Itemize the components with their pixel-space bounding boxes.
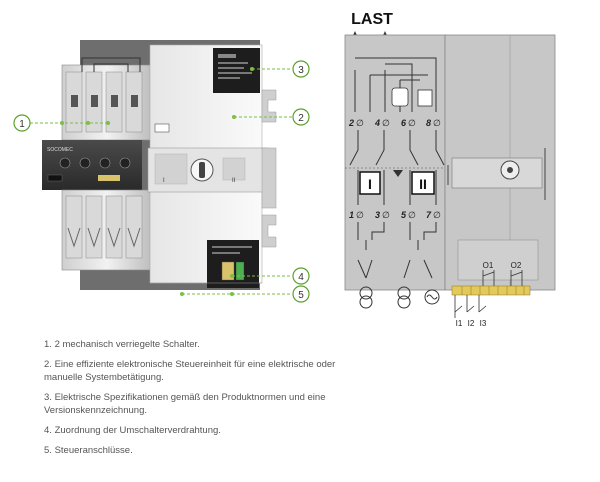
svg-text:∅: ∅ bbox=[382, 118, 390, 128]
load-label: LAST bbox=[351, 11, 393, 28]
output-label-O1: O1 bbox=[483, 261, 494, 270]
interlock-arrow bbox=[393, 170, 403, 177]
device-label-I: I bbox=[163, 178, 165, 184]
terminal-8: 8 bbox=[426, 118, 431, 128]
input-label-I1: I1 bbox=[456, 319, 463, 328]
callout-2 bbox=[292, 108, 310, 126]
side-bracket bbox=[261, 147, 277, 209]
legend-item-1: 1. 2 mechanisch verriegelte Schalter. bbox=[44, 338, 364, 351]
switch-II-box bbox=[411, 171, 435, 195]
legend-text: Eine effiziente elektronische Steuereinh… bbox=[44, 359, 336, 383]
svg-text:∅: ∅ bbox=[356, 210, 364, 220]
svg-text:∅: ∅ bbox=[408, 210, 416, 220]
legend-item-5: 5. Steueranschlüsse. bbox=[44, 444, 364, 457]
bottom-terminal-labels: 1 3 5 7 ∅ ∅ ∅ ∅ bbox=[349, 210, 441, 220]
legend-number: 3. bbox=[44, 392, 52, 403]
device-label-II: II bbox=[232, 178, 236, 184]
switch-I-box bbox=[359, 171, 381, 195]
switch-II-label: II bbox=[419, 176, 427, 192]
legend-text: Zuordnung der Umschalterverdrahtung. bbox=[54, 425, 221, 436]
brand-label: SOCOMEC bbox=[47, 147, 73, 153]
callout-3 bbox=[292, 60, 310, 78]
svg-text:∅: ∅ bbox=[408, 118, 416, 128]
switch-contacts bbox=[349, 130, 445, 205]
terminal-1: 1 bbox=[349, 210, 354, 220]
legend-item-4: 4. Zuordnung der Umschalterverdrahtung. bbox=[44, 424, 364, 437]
terminal-7: 7 bbox=[426, 210, 432, 220]
legend-text: Steueranschlüsse. bbox=[54, 445, 133, 456]
legend-number: 1. bbox=[44, 339, 52, 350]
legend-number: 5. bbox=[44, 445, 52, 456]
legend-number: 4. bbox=[44, 425, 52, 436]
top-connectors bbox=[391, 87, 433, 107]
svg-text:∅: ∅ bbox=[433, 118, 441, 128]
bottom-wiring bbox=[357, 222, 437, 279]
svg-text:∅: ∅ bbox=[433, 210, 441, 220]
terminal-5: 5 bbox=[401, 210, 407, 220]
svg-text:∅: ∅ bbox=[382, 210, 390, 220]
terminal-4: 4 bbox=[374, 118, 380, 128]
wiring-schematic: LAST 2 4 bbox=[344, 11, 556, 328]
legend-item-3: 3. Elektrische Spezifikationen gemäß den… bbox=[44, 391, 364, 417]
svg-text:∅: ∅ bbox=[356, 118, 364, 128]
terminal-2: 2 bbox=[348, 118, 354, 128]
legend-text: Elektrische Spezifikationen gemäß den Pr… bbox=[44, 392, 326, 416]
callouts: 1 2 3 4 5 bbox=[13, 60, 310, 303]
callout-1-number: 1 bbox=[19, 119, 25, 130]
switch-device-photo: SOCOMEC bbox=[42, 40, 277, 290]
legend-list: 1. 2 mechanisch verriegelte Schalter. 2.… bbox=[44, 338, 364, 464]
schematic-housing-left bbox=[344, 34, 446, 291]
control-terminal-strip bbox=[451, 285, 531, 296]
callout-2-number: 2 bbox=[298, 113, 304, 124]
control-knobs bbox=[47, 157, 131, 182]
top-terminal-labels: 2 4 6 8 ∅ ∅ ∅ ∅ bbox=[348, 118, 441, 128]
selector-schematic bbox=[447, 148, 546, 281]
callout-4-number: 4 bbox=[298, 272, 304, 283]
terminal-3: 3 bbox=[375, 210, 380, 220]
callout-1 bbox=[13, 114, 31, 132]
terminal-6: 6 bbox=[401, 118, 407, 128]
callout-5 bbox=[292, 285, 310, 303]
switch-I-label: I bbox=[368, 176, 372, 192]
legend-text: 2 mechanisch verriegelte Schalter. bbox=[54, 339, 200, 350]
input-label-I2: I2 bbox=[468, 319, 475, 328]
output-label-O2: O2 bbox=[511, 261, 522, 270]
input-label-I3: I3 bbox=[480, 319, 487, 328]
lower-terminals bbox=[65, 195, 143, 259]
legend-item-2: 2. Eine effiziente elektronische Steuere… bbox=[44, 358, 364, 384]
switch-boxes: I II bbox=[345, 167, 445, 195]
legend-number: 2. bbox=[44, 359, 52, 370]
callout-5-number: 5 bbox=[298, 290, 304, 301]
upper-terminals bbox=[65, 71, 143, 133]
source-symbols bbox=[359, 286, 440, 309]
upper-wiring bbox=[81, 57, 141, 72]
callout-4 bbox=[292, 267, 310, 285]
callout-3-number: 3 bbox=[298, 65, 304, 76]
